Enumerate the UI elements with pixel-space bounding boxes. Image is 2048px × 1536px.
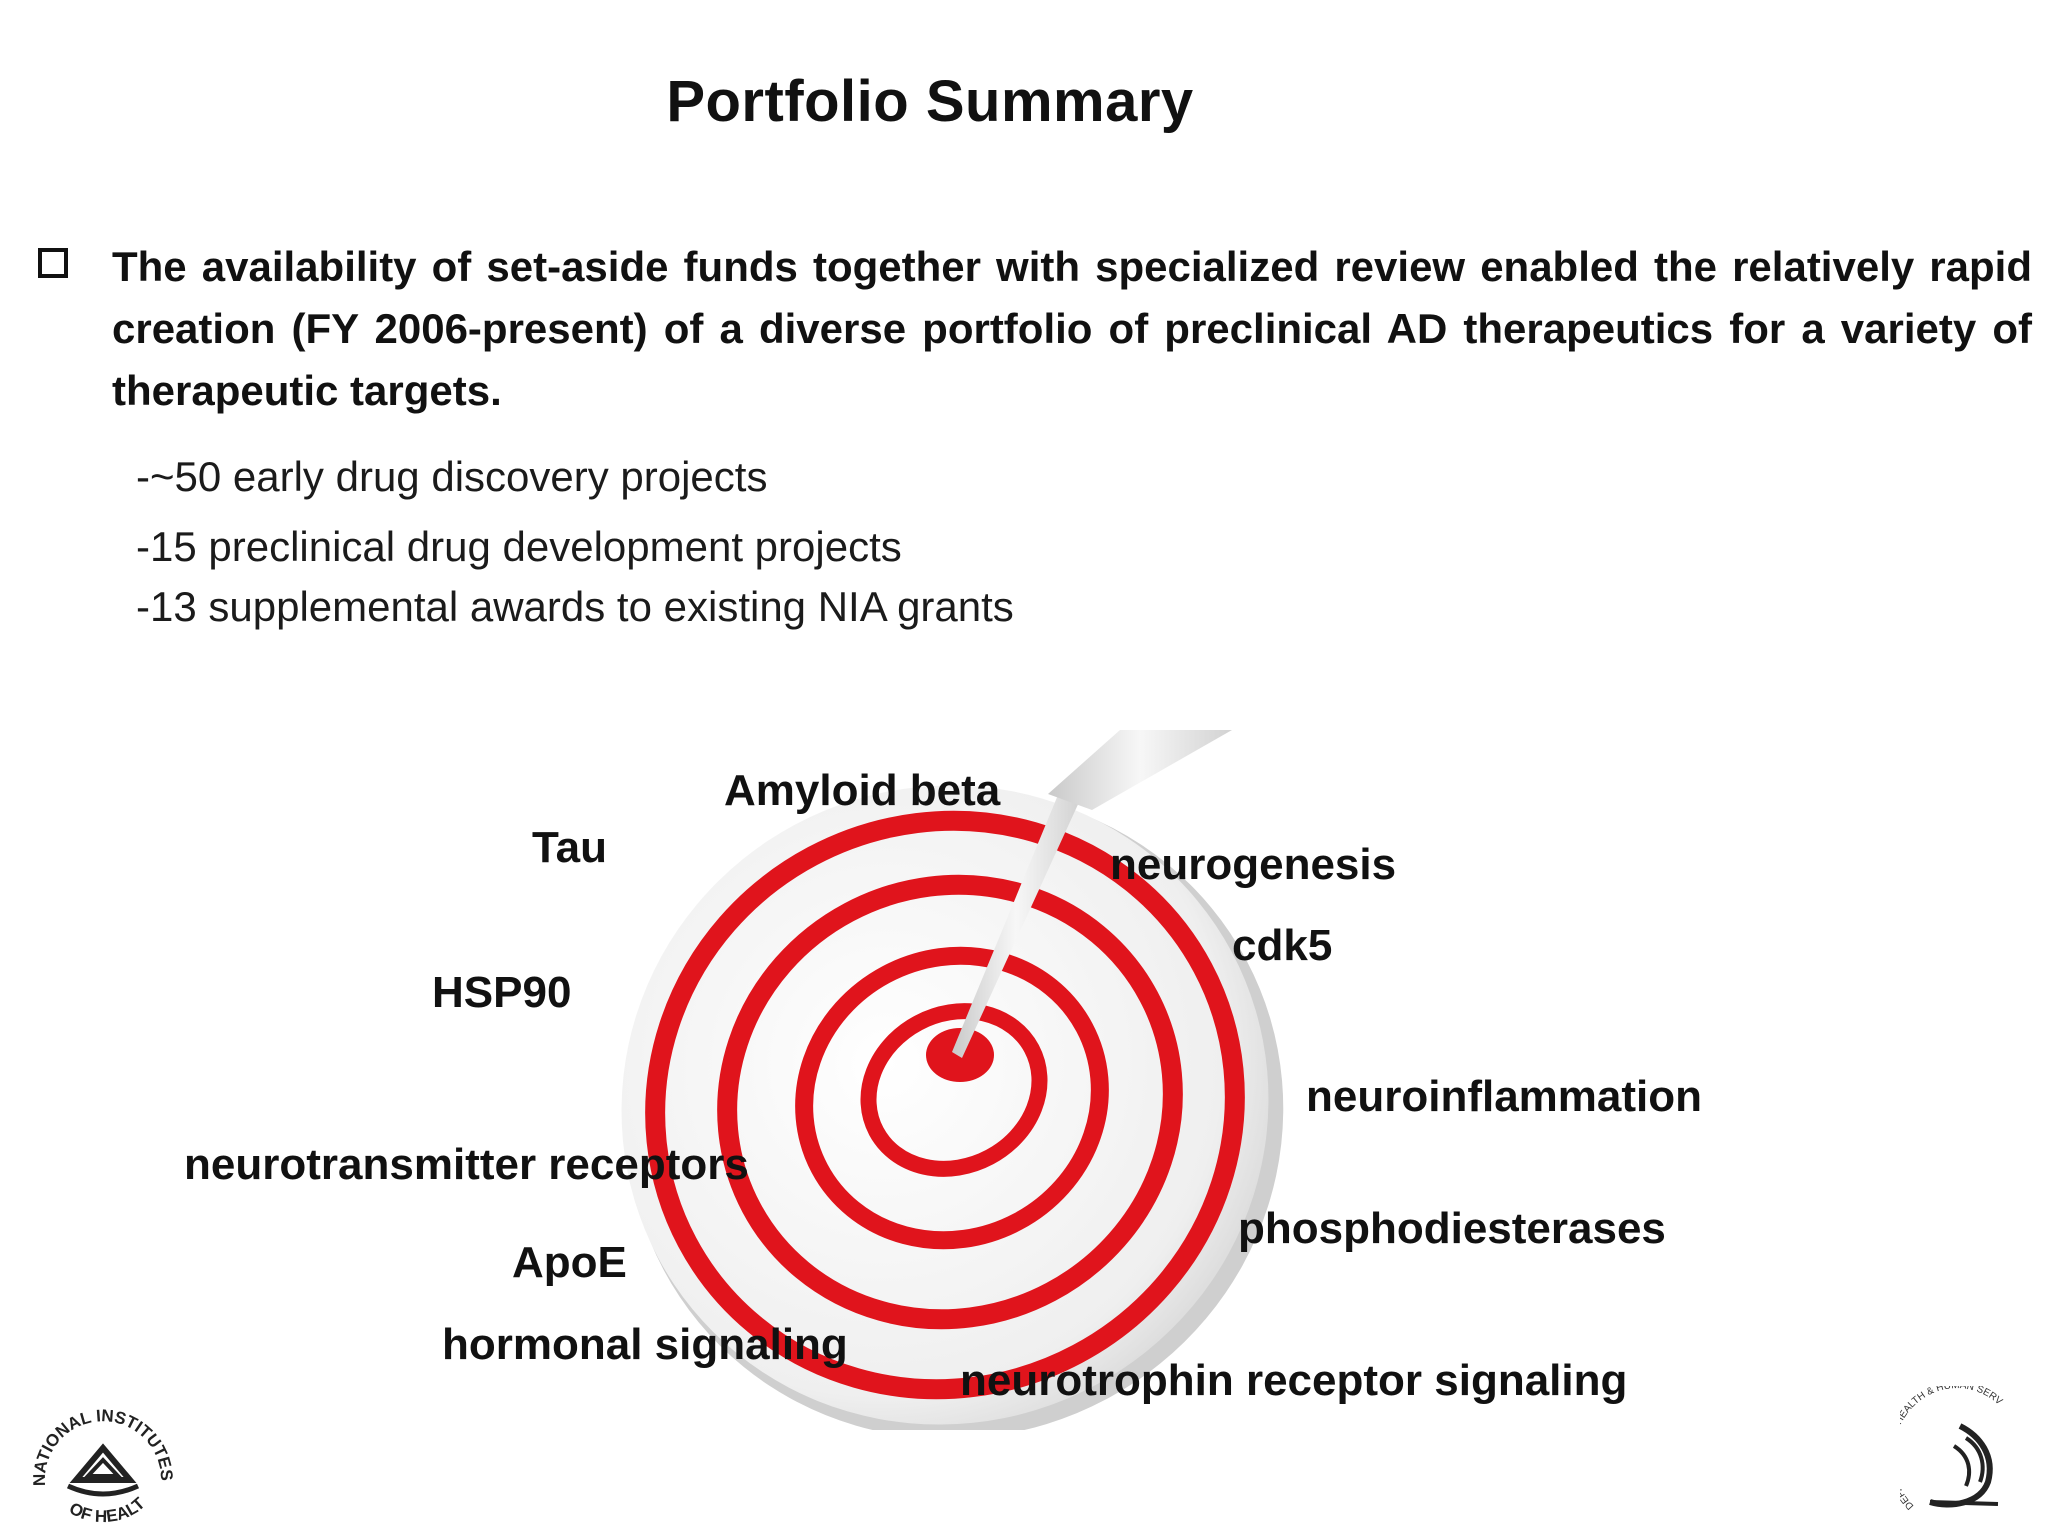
- target-ring-second: [717, 874, 1183, 1330]
- sub-item-supplemental: -13 supplemental awards to existing NIA …: [136, 583, 1014, 630]
- sub-item-development: -15 preclinical drug development project…: [136, 523, 902, 570]
- label-neuroinflammation: neuroinflammation: [1306, 1072, 1703, 1121]
- main-bullet-text: The availability of set-aside funds toge…: [112, 243, 2032, 414]
- sub-item-discovery: -~50 early drug discovery projects: [136, 453, 768, 500]
- target-ring-outer: [645, 810, 1245, 1400]
- slide-title: Portfolio Summary: [666, 69, 1194, 134]
- label-hormonal-signaling: hormonal signaling: [442, 1320, 848, 1369]
- dart-body: [1048, 730, 1232, 810]
- label-neurotransmitter-receptors: neurotransmitter receptors: [184, 1140, 749, 1189]
- label-amyloid-beta: Amyloid beta: [724, 766, 1001, 815]
- label-hsp90: HSP90: [432, 968, 572, 1017]
- checkbox-bullet-icon: [38, 248, 68, 278]
- target-dartboard-image: [621, 730, 1284, 1430]
- target-ring-inner: [860, 1003, 1048, 1177]
- target-ring-third: [795, 946, 1109, 1250]
- nih-seal-logo: NATIONAL INSTITUTES OF HEALTH: [28, 1390, 176, 1526]
- hhs-seal-logo: DEPARTMENT OF HEALTH & HUMAN SERVICES US…: [1900, 1386, 2005, 1512]
- svg-text:DEPARTMENT OF HEALTH & HUMAN S: DEPARTMENT OF HEALTH & HUMAN SERVICES US…: [1900, 1386, 2005, 1512]
- label-neurotrophin-receptor-signaling: neurotrophin receptor signaling: [960, 1356, 1628, 1405]
- label-tau: Tau: [532, 823, 607, 872]
- label-cdk5: cdk5: [1232, 921, 1333, 970]
- label-apoe: ApoE: [512, 1238, 627, 1287]
- dart-shaft: [952, 790, 1080, 1058]
- label-neurogenesis: neurogenesis: [1110, 840, 1397, 889]
- label-phosphodiesterases: phosphodiesterases: [1238, 1204, 1666, 1253]
